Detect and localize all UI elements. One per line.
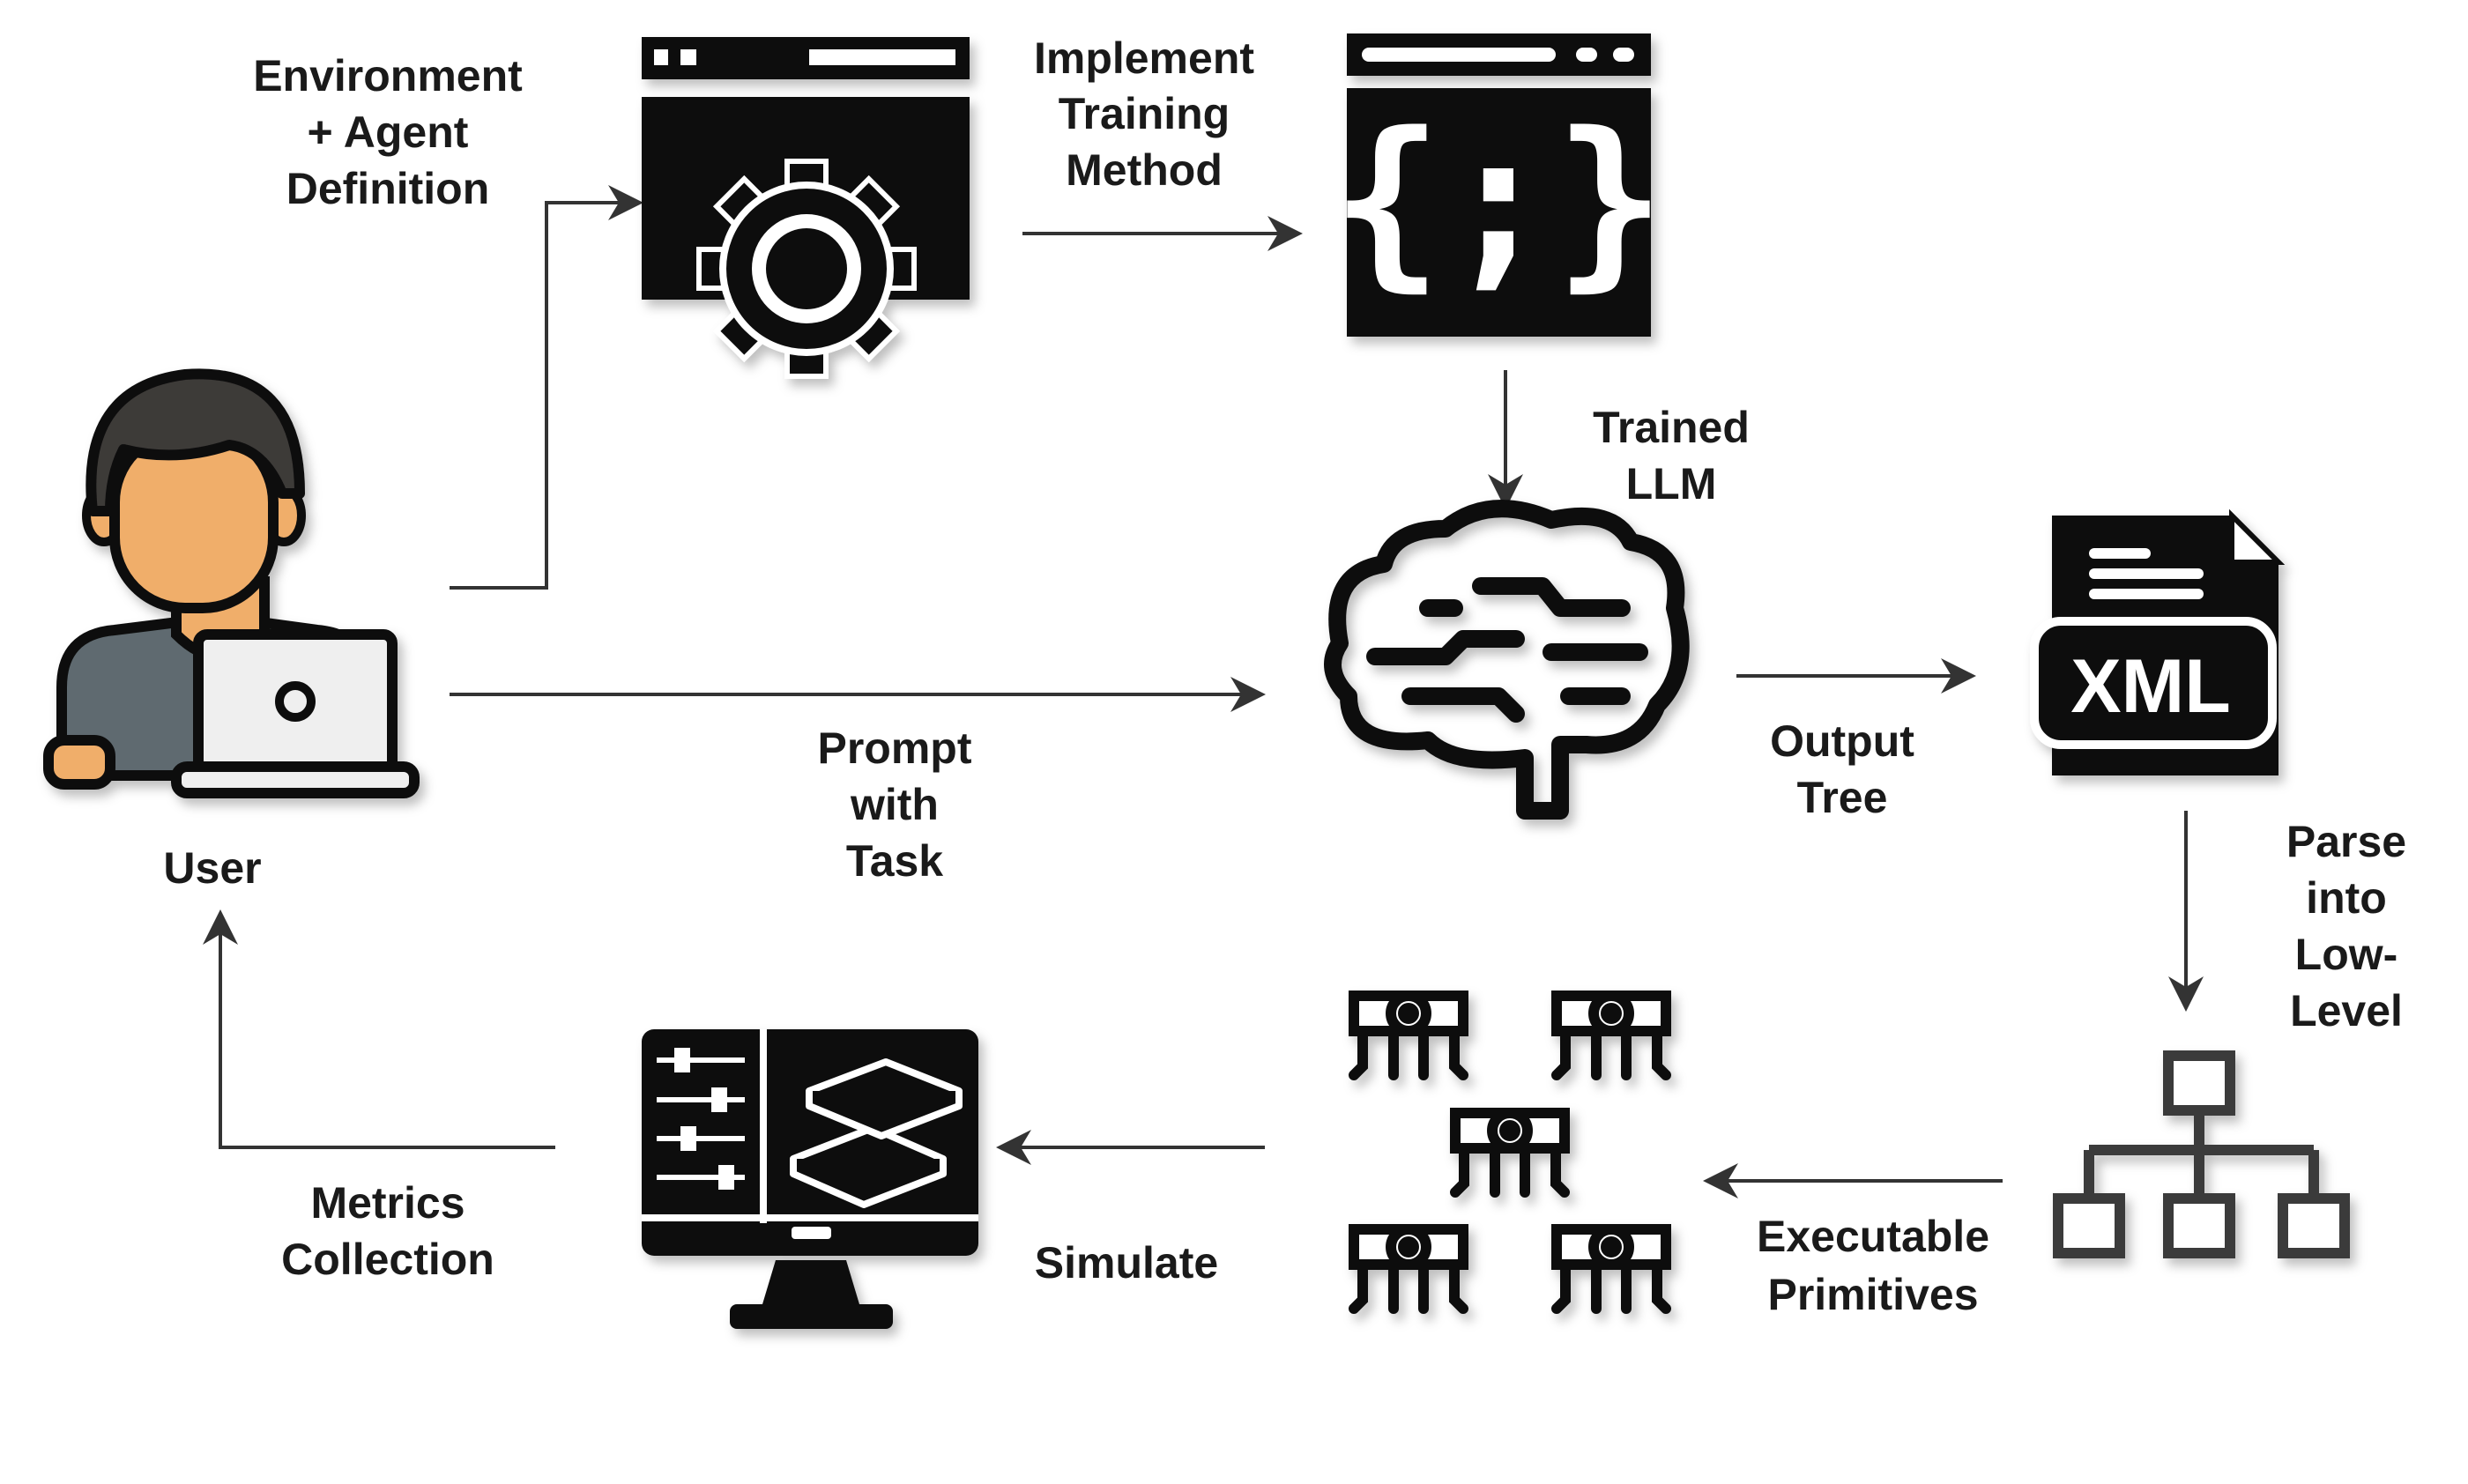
label-line: Method bbox=[1066, 145, 1223, 195]
label-line: Prompt bbox=[818, 723, 972, 773]
robot-icon bbox=[1551, 1224, 1671, 1314]
xml-file-icon: XML bbox=[2030, 508, 2286, 775]
label-executable-primitives: Executable Primitives bbox=[1757, 1212, 1989, 1319]
settings-window-icon bbox=[642, 37, 970, 379]
label-line: Metrics bbox=[310, 1178, 465, 1228]
label-line: with bbox=[850, 780, 939, 829]
label-trained-llm: Trained LLM bbox=[1593, 403, 1750, 508]
label-parse-into-low-level: Parse into Low- Level bbox=[2286, 817, 2406, 1035]
arrows bbox=[203, 185, 2204, 1198]
label-line: + Agent bbox=[308, 108, 469, 157]
robot-icon bbox=[1349, 1224, 1468, 1314]
label-line: Environment bbox=[253, 51, 523, 100]
label-line: Trained bbox=[1593, 403, 1750, 452]
label-line: Definition bbox=[286, 164, 490, 213]
label-prompt-with-task: Prompt with Task bbox=[818, 723, 972, 886]
simulation-monitor-icon bbox=[642, 1029, 978, 1329]
label-metrics-collection: Metrics Collection bbox=[281, 1178, 494, 1284]
label-user: User bbox=[163, 843, 261, 893]
label-line: Output bbox=[1770, 716, 1914, 766]
code-window-icon: {;} bbox=[1331, 33, 1666, 337]
label-line: Tree bbox=[1797, 773, 1888, 822]
label-output-tree: Output Tree bbox=[1770, 716, 1914, 822]
robot-icon bbox=[1551, 991, 1671, 1080]
robot-icon bbox=[1349, 991, 1468, 1080]
label-line: Executable bbox=[1757, 1212, 1989, 1261]
svg-text:{;}: {;} bbox=[1331, 93, 1665, 308]
circuit-brain-icon bbox=[1324, 500, 1690, 820]
label-line: Training bbox=[1059, 89, 1230, 138]
label-implement-training-method: Implement Training Method bbox=[1034, 33, 1254, 195]
hierarchy-tree-icon bbox=[2053, 1050, 2350, 1258]
label-line: into bbox=[2306, 873, 2387, 923]
robot-group-icon bbox=[1349, 991, 1671, 1314]
label-line: Parse bbox=[2286, 817, 2406, 866]
label-line: Implement bbox=[1034, 33, 1254, 83]
label-simulate: Simulate bbox=[1035, 1238, 1218, 1287]
label-line: Collection bbox=[281, 1235, 494, 1284]
label-line: Primitives bbox=[1767, 1270, 1978, 1319]
label-line: Level bbox=[2290, 986, 2403, 1035]
arrow-metrics-to-user bbox=[203, 909, 555, 1149]
xml-icon-label: XML bbox=[2070, 644, 2231, 729]
label-line: Low- bbox=[2295, 930, 2398, 979]
robot-icon bbox=[1450, 1108, 1570, 1198]
user-laptop-icon bbox=[43, 368, 420, 798]
label-line: LLM bbox=[1626, 459, 1717, 508]
label-environment-agent-definition: Environment + Agent Definition bbox=[253, 51, 523, 213]
arrow-user-to-environment bbox=[450, 185, 643, 590]
label-line: Task bbox=[846, 836, 943, 886]
